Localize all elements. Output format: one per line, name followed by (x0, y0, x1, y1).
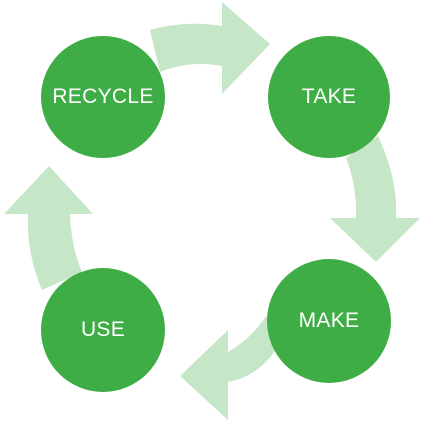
stage-label-use: USE (80, 318, 126, 341)
arrow-make-to-use (180, 316, 282, 420)
stage-label-make: MAKE (298, 309, 360, 332)
arrow-recycle-to-take (150, 2, 270, 94)
arrow-take-to-make (330, 136, 420, 262)
stage-make: MAKE (267, 259, 391, 383)
arrow-use-to-recycle (4, 166, 93, 290)
stage-label-take: TAKE (301, 85, 357, 108)
stage-recycle: RECYCLE (41, 36, 165, 158)
stage-take: TAKE (268, 36, 390, 158)
stage-use: USE (41, 268, 165, 392)
stage-label-recycle: RECYCLE (52, 85, 154, 108)
